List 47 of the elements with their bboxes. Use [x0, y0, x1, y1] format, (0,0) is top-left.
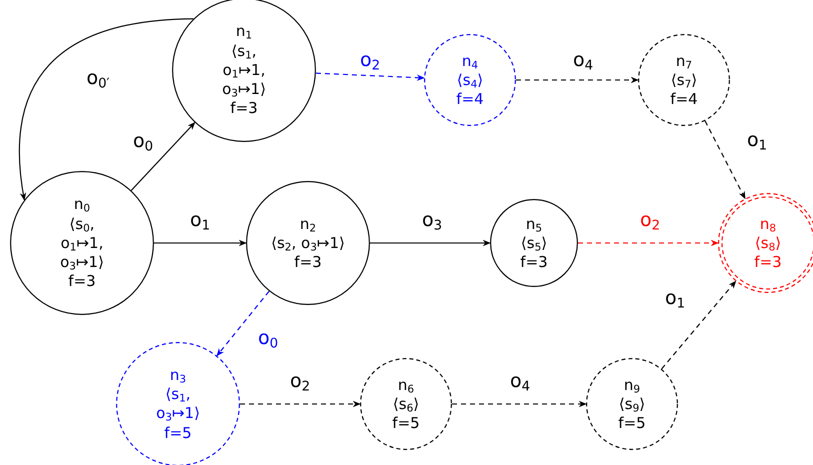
- node-name: n$_{7}$: [676, 52, 692, 72]
- cost-label: f=3: [230, 100, 258, 117]
- arrow: [19, 18, 194, 201]
- arrow: [452, 400, 587, 408]
- arrow: [370, 240, 491, 246]
- node-name: n$_{2}$: [300, 216, 316, 235]
- state-circle: [718, 193, 813, 293]
- cost-label: f=5: [618, 414, 646, 432]
- state-circle: [638, 34, 730, 126]
- state-text: ⟨s$_{9}$⟩: [618, 396, 646, 415]
- arrow: [704, 120, 746, 200]
- node-name: n$_{3}$: [170, 366, 186, 386]
- cost-label: f=3: [520, 254, 548, 270]
- state-text: ⟨s$_{7}$⟩: [670, 72, 698, 91]
- arrow: [661, 280, 736, 370]
- state-circle: [246, 181, 370, 305]
- cost-label: f=4: [670, 90, 698, 108]
- node-name: n$_{9}$: [624, 376, 640, 396]
- cost-label: f=3: [754, 254, 782, 270]
- state-circle: [586, 358, 678, 450]
- state-text: ⟨s$_{5}$⟩: [520, 234, 548, 254]
- arrow: [578, 240, 719, 246]
- arrow: [216, 290, 270, 356]
- node-name: n$_{5}$: [526, 216, 542, 235]
- cost-label: f=3: [68, 273, 96, 290]
- arrow: [316, 72, 425, 81]
- cost-label: f=5: [164, 424, 192, 441]
- node-name: n$_{4}$: [462, 52, 478, 72]
- cost-label: f=4: [456, 90, 484, 108]
- cost-label: f=3: [294, 254, 322, 270]
- state-circle: [424, 34, 516, 126]
- cost-label: f=5: [392, 414, 420, 432]
- state-text: ⟨s$_{8}$⟩: [754, 234, 782, 254]
- state-text: ⟨s$_{6}$⟩: [392, 396, 420, 415]
- node-name: n$_{0}$: [74, 196, 90, 216]
- node-name: n$_{1}$: [236, 23, 252, 43]
- state-text: ⟨s$_{4}$⟩: [456, 72, 484, 91]
- arrow: [130, 122, 196, 191]
- arrow: [516, 76, 639, 84]
- state-circle: [10, 171, 154, 315]
- arrow: [154, 240, 247, 246]
- node-name: n$_{6}$: [398, 376, 414, 396]
- arrow: [240, 400, 361, 408]
- node-name: n$_{8}$: [760, 216, 776, 235]
- state-text: ⟨s$_{2}$, o$_{3}$↦1⟩: [271, 234, 345, 254]
- state-circle: [360, 358, 452, 450]
- state-circle: [490, 199, 578, 287]
